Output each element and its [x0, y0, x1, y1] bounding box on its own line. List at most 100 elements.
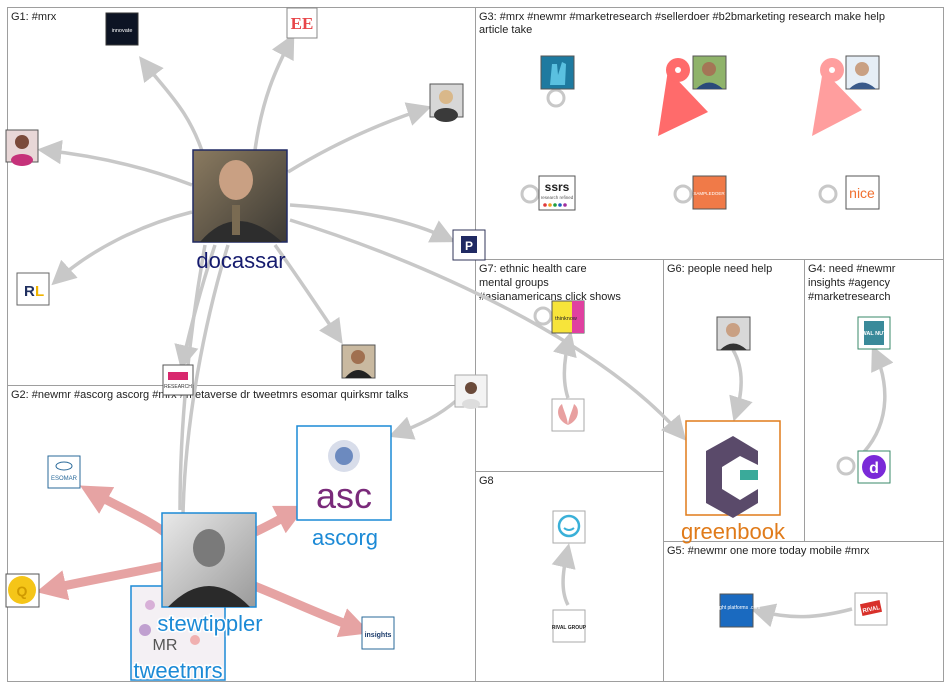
- edge: [139, 56, 207, 161]
- avatar-text: WAL NUT: [862, 331, 888, 337]
- label-tweetmrs: tweetmrs: [133, 658, 222, 683]
- edge: [862, 345, 894, 454]
- avatar-text: SAMPLEDOER: [693, 191, 725, 196]
- self-loop: [673, 184, 693, 204]
- vertex-insights[interactable]: insights: [361, 616, 395, 650]
- vertex-esomar[interactable]: ESOMAR: [47, 455, 81, 489]
- self-loop: [533, 306, 553, 326]
- avatar-text: RIVAL: [862, 605, 881, 615]
- avatar-text: ssrs: [545, 180, 570, 194]
- vertex-d-logo[interactable]: d: [857, 450, 891, 484]
- edge: [553, 331, 577, 399]
- panel-g5: [663, 541, 944, 682]
- vertex-ascorg[interactable]: asc: [296, 425, 392, 521]
- panel-g3: [475, 7, 944, 260]
- avatar-text: nice: [849, 185, 875, 201]
- group-label-g2: G2: #newmr #ascorg ascorg #mrx #metavers…: [11, 389, 409, 401]
- vertex-rl[interactable]: R L: [16, 272, 50, 306]
- avatar-text: EE: [291, 14, 314, 33]
- wedge: [812, 70, 862, 136]
- edge: [273, 243, 343, 345]
- label-greenbook: greenbook: [681, 519, 786, 544]
- vertex-ee[interactable]: EE: [286, 7, 318, 39]
- panel-g8: [475, 471, 664, 682]
- avatar-text: P: [465, 239, 473, 253]
- avatar-woman-blonde[interactable]: [429, 83, 464, 122]
- wedges-g3: [658, 58, 862, 136]
- edge: [388, 398, 459, 440]
- vertex-stewtippler[interactable]: [161, 512, 257, 608]
- avatar-text: RIVAL GROUP: [552, 625, 587, 631]
- edge: [36, 560, 169, 601]
- group-label-g1: G1: #mrx: [11, 11, 57, 23]
- vertex-walnut[interactable]: WAL NUT: [857, 316, 891, 350]
- edge: [289, 218, 687, 441]
- group-label-g4: G4: need #newmr insights #agency #market…: [808, 263, 899, 303]
- avatar-text: d: [869, 460, 879, 477]
- edge: [250, 580, 371, 638]
- vertex-thinknow[interactable]: thinknow: [551, 300, 585, 334]
- vertex-ssrs[interactable]: ssrs research refined: [538, 175, 576, 211]
- avatar-man-suit[interactable]: [341, 344, 376, 379]
- label-stewtippler: stewtippler: [157, 611, 262, 636]
- avatar-text: research refined: [541, 195, 574, 200]
- edge: [79, 485, 171, 539]
- vertex-rival[interactable]: RIVAL: [854, 592, 888, 626]
- edge: [181, 244, 230, 516]
- group-panels: [7, 7, 944, 682]
- group-label-g3: G3: #mrx #newmr #marketresearch #sellerd…: [479, 11, 888, 36]
- group-label-g6: G6: people need help: [667, 263, 772, 275]
- edge: [289, 203, 456, 243]
- vertex-blue-hand[interactable]: [540, 55, 575, 90]
- vertex-docassar[interactable]: [192, 149, 288, 243]
- self-loop: [520, 184, 540, 204]
- avatar-text: R: [24, 283, 35, 300]
- avatar-man-white[interactable]: [845, 55, 880, 90]
- avatar-text: ESOMAR: [51, 476, 78, 482]
- avatar-man-bald[interactable]: [716, 316, 751, 351]
- edge: [729, 349, 753, 422]
- vertex-lotus[interactable]: [551, 398, 585, 432]
- avatar-man-glasses[interactable]: [692, 55, 727, 90]
- avatar-text: Q: [17, 583, 28, 599]
- edge: [551, 543, 576, 606]
- vertex-chat-q[interactable]: [552, 510, 586, 544]
- avatar-text: insights: [365, 632, 392, 639]
- avatar-text: L: [35, 283, 44, 300]
- self-loop: [818, 184, 838, 204]
- wedge: [658, 70, 708, 136]
- avatar-text: thinknow: [555, 316, 577, 322]
- avatar-text: insight platforms .com: [712, 605, 761, 611]
- vertex-p[interactable]: P: [452, 229, 486, 261]
- avatar-woman-dark[interactable]: [5, 129, 39, 166]
- group-label-g7: G7: ethnic health care mental groups #as…: [479, 263, 621, 303]
- group-label-g5: G5: #newmr one more today mobile #mrx: [667, 545, 870, 557]
- edge: [51, 210, 193, 286]
- edge: [37, 139, 193, 187]
- group-label-g8: G8: [479, 475, 494, 487]
- vertex-yellow-circle[interactable]: Q: [5, 573, 40, 608]
- vertex-research[interactable]: RESEARCH: [162, 364, 194, 396]
- label-ascorg: ascorg: [312, 525, 378, 550]
- edge: [287, 102, 432, 174]
- avatar-text: innovate: [112, 28, 133, 34]
- vertex-greenbook[interactable]: [685, 420, 781, 518]
- vertex-insight-platforms[interactable]: insight platforms .com: [712, 593, 761, 628]
- self-loop: [836, 456, 856, 476]
- edge: [750, 603, 853, 628]
- vertex-innovate[interactable]: innovate: [105, 12, 139, 46]
- vertex-sampledoer[interactable]: SAMPLEDOER: [692, 175, 727, 210]
- label-docassar: docassar: [196, 248, 285, 273]
- group-labels: G1: #mrx G2: #newmr #ascorg ascorg #mrx …: [11, 11, 899, 557]
- avatar-text: RESEARCH: [164, 384, 192, 390]
- avatar-text: MR: [153, 637, 178, 654]
- edge: [253, 33, 295, 151]
- edge: [253, 505, 307, 537]
- avatar-woman-light[interactable]: [454, 374, 488, 409]
- vertex-rival-group[interactable]: RIVAL GROUP: [552, 609, 587, 643]
- self-loops: [520, 88, 856, 476]
- avatar-text: asc: [316, 475, 372, 516]
- self-loop: [546, 88, 566, 108]
- vertex-nice[interactable]: nice: [845, 175, 880, 210]
